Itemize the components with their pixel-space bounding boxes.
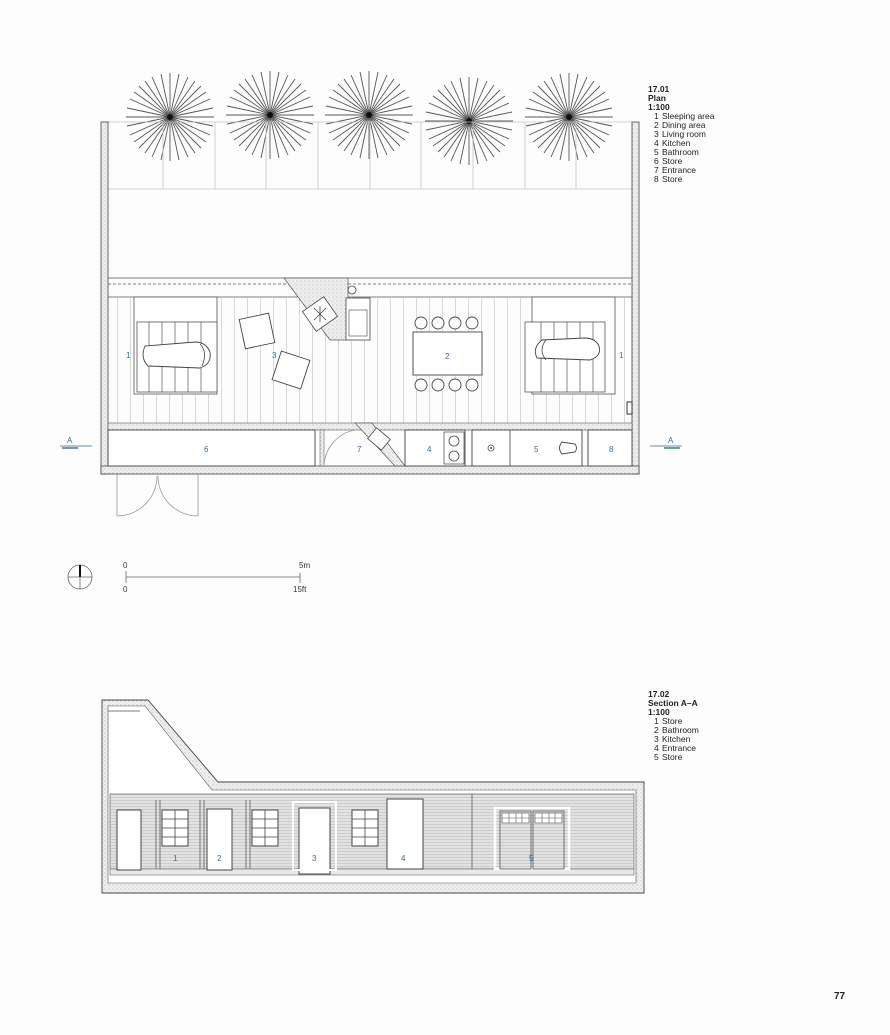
room-label: 5 [529, 854, 534, 863]
bed-right [524, 296, 616, 395]
scale-bar: 0 5m 0 15ft [123, 561, 310, 594]
section-scale: 1:100 [648, 707, 670, 717]
window-icon [161, 809, 189, 847]
room-label: 1 [173, 854, 178, 863]
room-label: 2 [445, 352, 450, 361]
garage-doors [493, 806, 571, 871]
door-swing [323, 429, 356, 467]
svg-text:0: 0 [123, 561, 128, 570]
section-title: Section A–A [648, 698, 698, 708]
tree-icon [324, 70, 414, 160]
dining-table [412, 316, 483, 392]
room-store-8 [587, 429, 633, 467]
window-icon [351, 809, 379, 847]
section-drawing: 1 2 3 4 5 [101, 699, 645, 894]
plan-scale: 1:100 [648, 102, 670, 112]
bed-left [133, 296, 218, 395]
toilet-icon [559, 441, 577, 455]
svg-text:A: A [67, 436, 73, 445]
room-label: 4 [427, 445, 432, 454]
east-wall [631, 121, 640, 475]
tree-icon [225, 70, 315, 160]
svg-text:15ft: 15ft [293, 585, 307, 594]
room-store-6 [107, 429, 316, 467]
page-number: 77 [834, 991, 846, 1002]
south-wall [100, 465, 640, 475]
room-label: 7 [357, 445, 362, 454]
tree-icon [524, 72, 614, 162]
double-doors [116, 474, 199, 517]
svg-text:5m: 5m [299, 561, 310, 570]
room-label: 1 [126, 351, 131, 360]
tree-icon [125, 72, 215, 162]
service-rooms [107, 429, 633, 467]
burner-icon [313, 306, 327, 322]
section-marker-east: A [650, 436, 682, 449]
floor-plan: A A 1 1 2 3 4 5 6 7 8 [60, 70, 682, 517]
room-label: 4 [401, 854, 406, 863]
plan-number: 17.01 [648, 84, 670, 94]
room-label: 1 [619, 351, 624, 360]
north-arrow-icon [67, 564, 93, 590]
room-label: 8 [609, 445, 614, 454]
garden-grid [108, 121, 632, 190]
plan-title: Plan [648, 93, 666, 103]
window-icon [251, 809, 279, 847]
svg-text:A: A [668, 436, 674, 445]
room-label: 6 [204, 445, 209, 454]
armchairs [238, 312, 311, 390]
tree-icon [424, 76, 514, 166]
room-label: 5 [534, 445, 539, 454]
room-label: 2 [217, 854, 222, 863]
section-marker-west: A [60, 436, 92, 449]
room-label: 3 [272, 351, 277, 360]
west-wall [100, 121, 109, 475]
section-number: 17.02 [648, 689, 670, 699]
svg-text:0: 0 [123, 585, 128, 594]
room-label: 3 [312, 854, 317, 863]
